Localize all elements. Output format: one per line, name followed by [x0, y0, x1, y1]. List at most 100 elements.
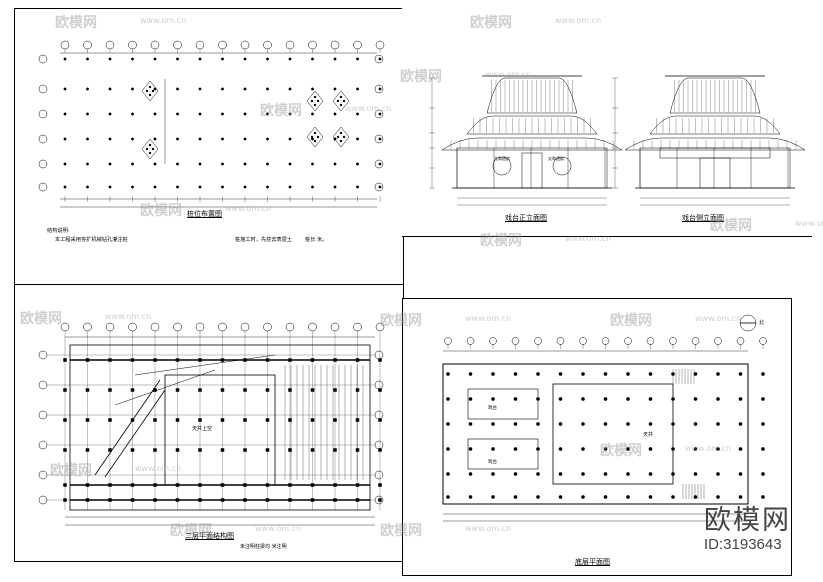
circle-mark [148, 93, 152, 97]
rect-mark [333, 358, 337, 362]
circle-mark [761, 372, 765, 376]
circle-mark [288, 162, 292, 166]
circle-mark [378, 162, 382, 166]
circle-mark [468, 422, 473, 426]
circle-mark [288, 137, 292, 141]
line-mark [114, 369, 216, 406]
rect-mark [153, 358, 157, 362]
circle-mark [86, 185, 89, 189]
rect-mark [243, 388, 247, 392]
circle-mark [128, 40, 137, 50]
rect-mark [378, 388, 382, 392]
circle-mark [671, 472, 675, 476]
rect-mark [63, 483, 67, 487]
pile-plan-title: 桩位布置图 [187, 210, 222, 218]
circle-mark [60, 40, 70, 50]
rect-mark [175, 448, 180, 452]
circle-mark [648, 472, 653, 476]
rect-mark [355, 498, 360, 502]
rect-mark [243, 498, 247, 502]
circle-mark [761, 447, 765, 451]
circle-mark [716, 372, 720, 376]
circle-mark [693, 397, 698, 401]
circle-mark [375, 40, 385, 50]
pile-plan-notes-heading: 结构说明: [47, 228, 70, 234]
rect-mark [467, 438, 539, 470]
circle-mark [558, 397, 563, 401]
circle-mark [761, 397, 765, 401]
circle-mark [536, 397, 540, 401]
circle-mark [240, 322, 250, 332]
circle-mark [83, 40, 92, 50]
line-mark [134, 354, 276, 376]
roof-mark [441, 137, 623, 151]
rect-mark [639, 147, 791, 189]
circle-mark [313, 103, 317, 107]
circle-mark [378, 57, 382, 61]
rect-mark [130, 448, 135, 452]
rect-mark [175, 498, 180, 502]
rect-mark [699, 157, 731, 189]
rect-mark [153, 448, 157, 452]
circle-mark [513, 422, 518, 426]
circle-mark [63, 162, 67, 166]
circle-mark [288, 57, 292, 61]
circle-mark [221, 57, 224, 61]
rect-mark [108, 498, 112, 502]
circle-mark [266, 137, 269, 141]
rect-mark [310, 418, 315, 422]
rect-mark [85, 418, 90, 422]
rect-mark [153, 483, 157, 487]
structure-plan-drawing [38, 322, 385, 526]
circle-mark [446, 447, 450, 451]
circle-mark [356, 185, 359, 189]
circle-mark [513, 397, 518, 401]
circle-mark [671, 397, 675, 401]
circle-mark [374, 134, 384, 144]
circle-mark [153, 162, 157, 166]
circle-mark [374, 182, 384, 192]
rect-mark [63, 358, 67, 362]
rect-mark [243, 418, 247, 422]
circle-mark [336, 99, 340, 103]
rect-mark [310, 483, 315, 487]
rect-mark [288, 418, 292, 422]
circle-mark [558, 372, 563, 376]
circle-mark [198, 185, 202, 189]
rect-mark [130, 388, 135, 392]
circle-mark [105, 40, 115, 50]
rect-mark [265, 388, 270, 392]
circle-mark [356, 87, 359, 91]
circle-mark [240, 40, 250, 50]
circle-mark [691, 337, 700, 345]
circle-mark [356, 162, 359, 166]
circle-mark [603, 422, 608, 426]
circle-mark [693, 372, 698, 376]
circle-mark [513, 472, 518, 476]
rect-mark [552, 383, 674, 485]
rect-mark [130, 358, 135, 362]
circle-mark [128, 322, 137, 332]
pile-plan-notes-col3: 桩长 米。 [305, 237, 328, 243]
circle-mark [218, 40, 227, 50]
circle-mark [558, 472, 563, 476]
circle-mark [38, 410, 48, 420]
rect-mark [333, 498, 337, 502]
rect-mark [310, 358, 315, 362]
circle-mark [581, 472, 585, 476]
circle-mark [716, 472, 720, 476]
circle-mark [311, 112, 314, 116]
rect-mark [220, 448, 225, 452]
circle-mark [83, 322, 92, 332]
circle-mark [738, 422, 743, 426]
pile-cap-mark [332, 90, 350, 112]
circle-mark [131, 162, 134, 166]
pile-plan-notes-col1: 本工程采用夯扩机械钻孔灌注桩 [55, 237, 128, 243]
circle-mark [311, 185, 314, 189]
circle-mark [316, 99, 320, 103]
circle-mark [63, 137, 67, 141]
circle-mark [148, 143, 152, 147]
circle-mark [176, 137, 179, 141]
rect-mark [164, 374, 276, 486]
circle-mark [330, 40, 340, 50]
